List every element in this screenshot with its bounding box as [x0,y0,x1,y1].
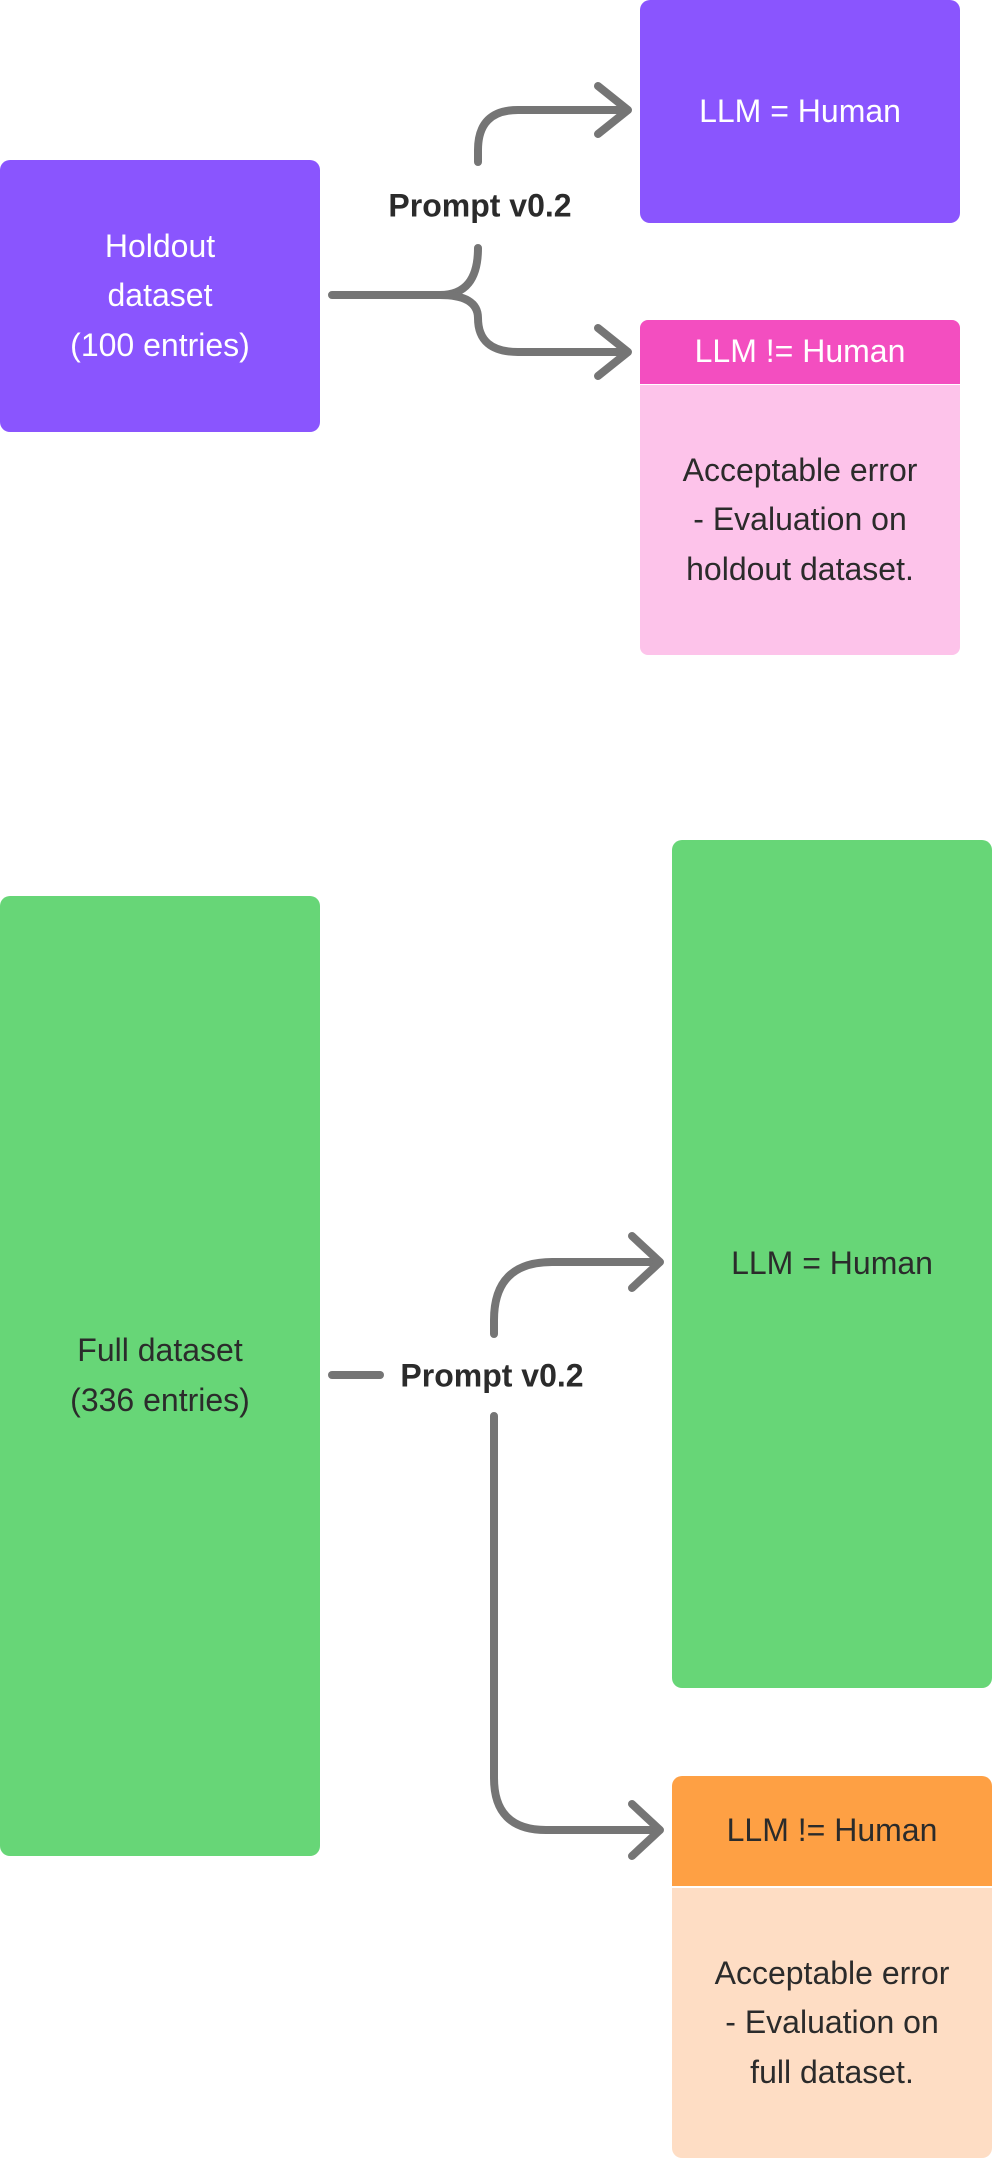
full-dataset-box: Full dataset (336 entries) [0,896,320,1856]
bottom-acceptable-error-box: Acceptable error - Evaluation on full da… [672,1888,992,2158]
bottom-llm-not-equal-human-label: LLM != Human [726,1812,938,1849]
top-llm-not-equal-human-header: LLM != Human [640,320,960,384]
holdout-dataset-label: Holdout dataset (100 entries) [70,227,250,363]
top-prompt-label: Prompt v0.2 [388,187,572,224]
top-upper-branch [474,106,630,166]
top-upper-arrowhead [594,82,632,138]
bottom-llm-equal-human-box: LLM = Human [672,840,992,1688]
top-acceptable-error-label: Acceptable error - Evaluation on holdout… [682,451,918,587]
top-llm-equal-human-label: LLM = Human [699,92,901,129]
holdout-dataset-box: Holdout dataset (100 entries) [0,160,320,432]
bottom-lower-arrowhead [628,1800,664,1860]
top-feed-line [328,244,482,299]
top-llm-not-equal-human-label: LLM != Human [694,333,906,370]
bottom-acceptable-error-label: Acceptable error - Evaluation on full da… [714,1954,950,2090]
bottom-upper-arrowhead [628,1232,664,1292]
bottom-llm-equal-human-label: LLM = Human [731,1245,933,1282]
full-dataset-label: Full dataset (336 entries) [70,1332,250,1418]
top-lower-branch [436,291,630,356]
top-acceptable-error-box: Acceptable error - Evaluation on holdout… [640,385,960,655]
bottom-upper-branch [490,1258,660,1338]
top-llm-equal-human-box: LLM = Human [640,0,960,223]
bottom-prompt-label: Prompt v0.2 [400,1357,584,1394]
bottom-lower-branch [490,1412,660,1834]
top-lower-arrowhead [594,324,632,380]
bottom-llm-not-equal-human-header: LLM != Human [672,1776,992,1886]
